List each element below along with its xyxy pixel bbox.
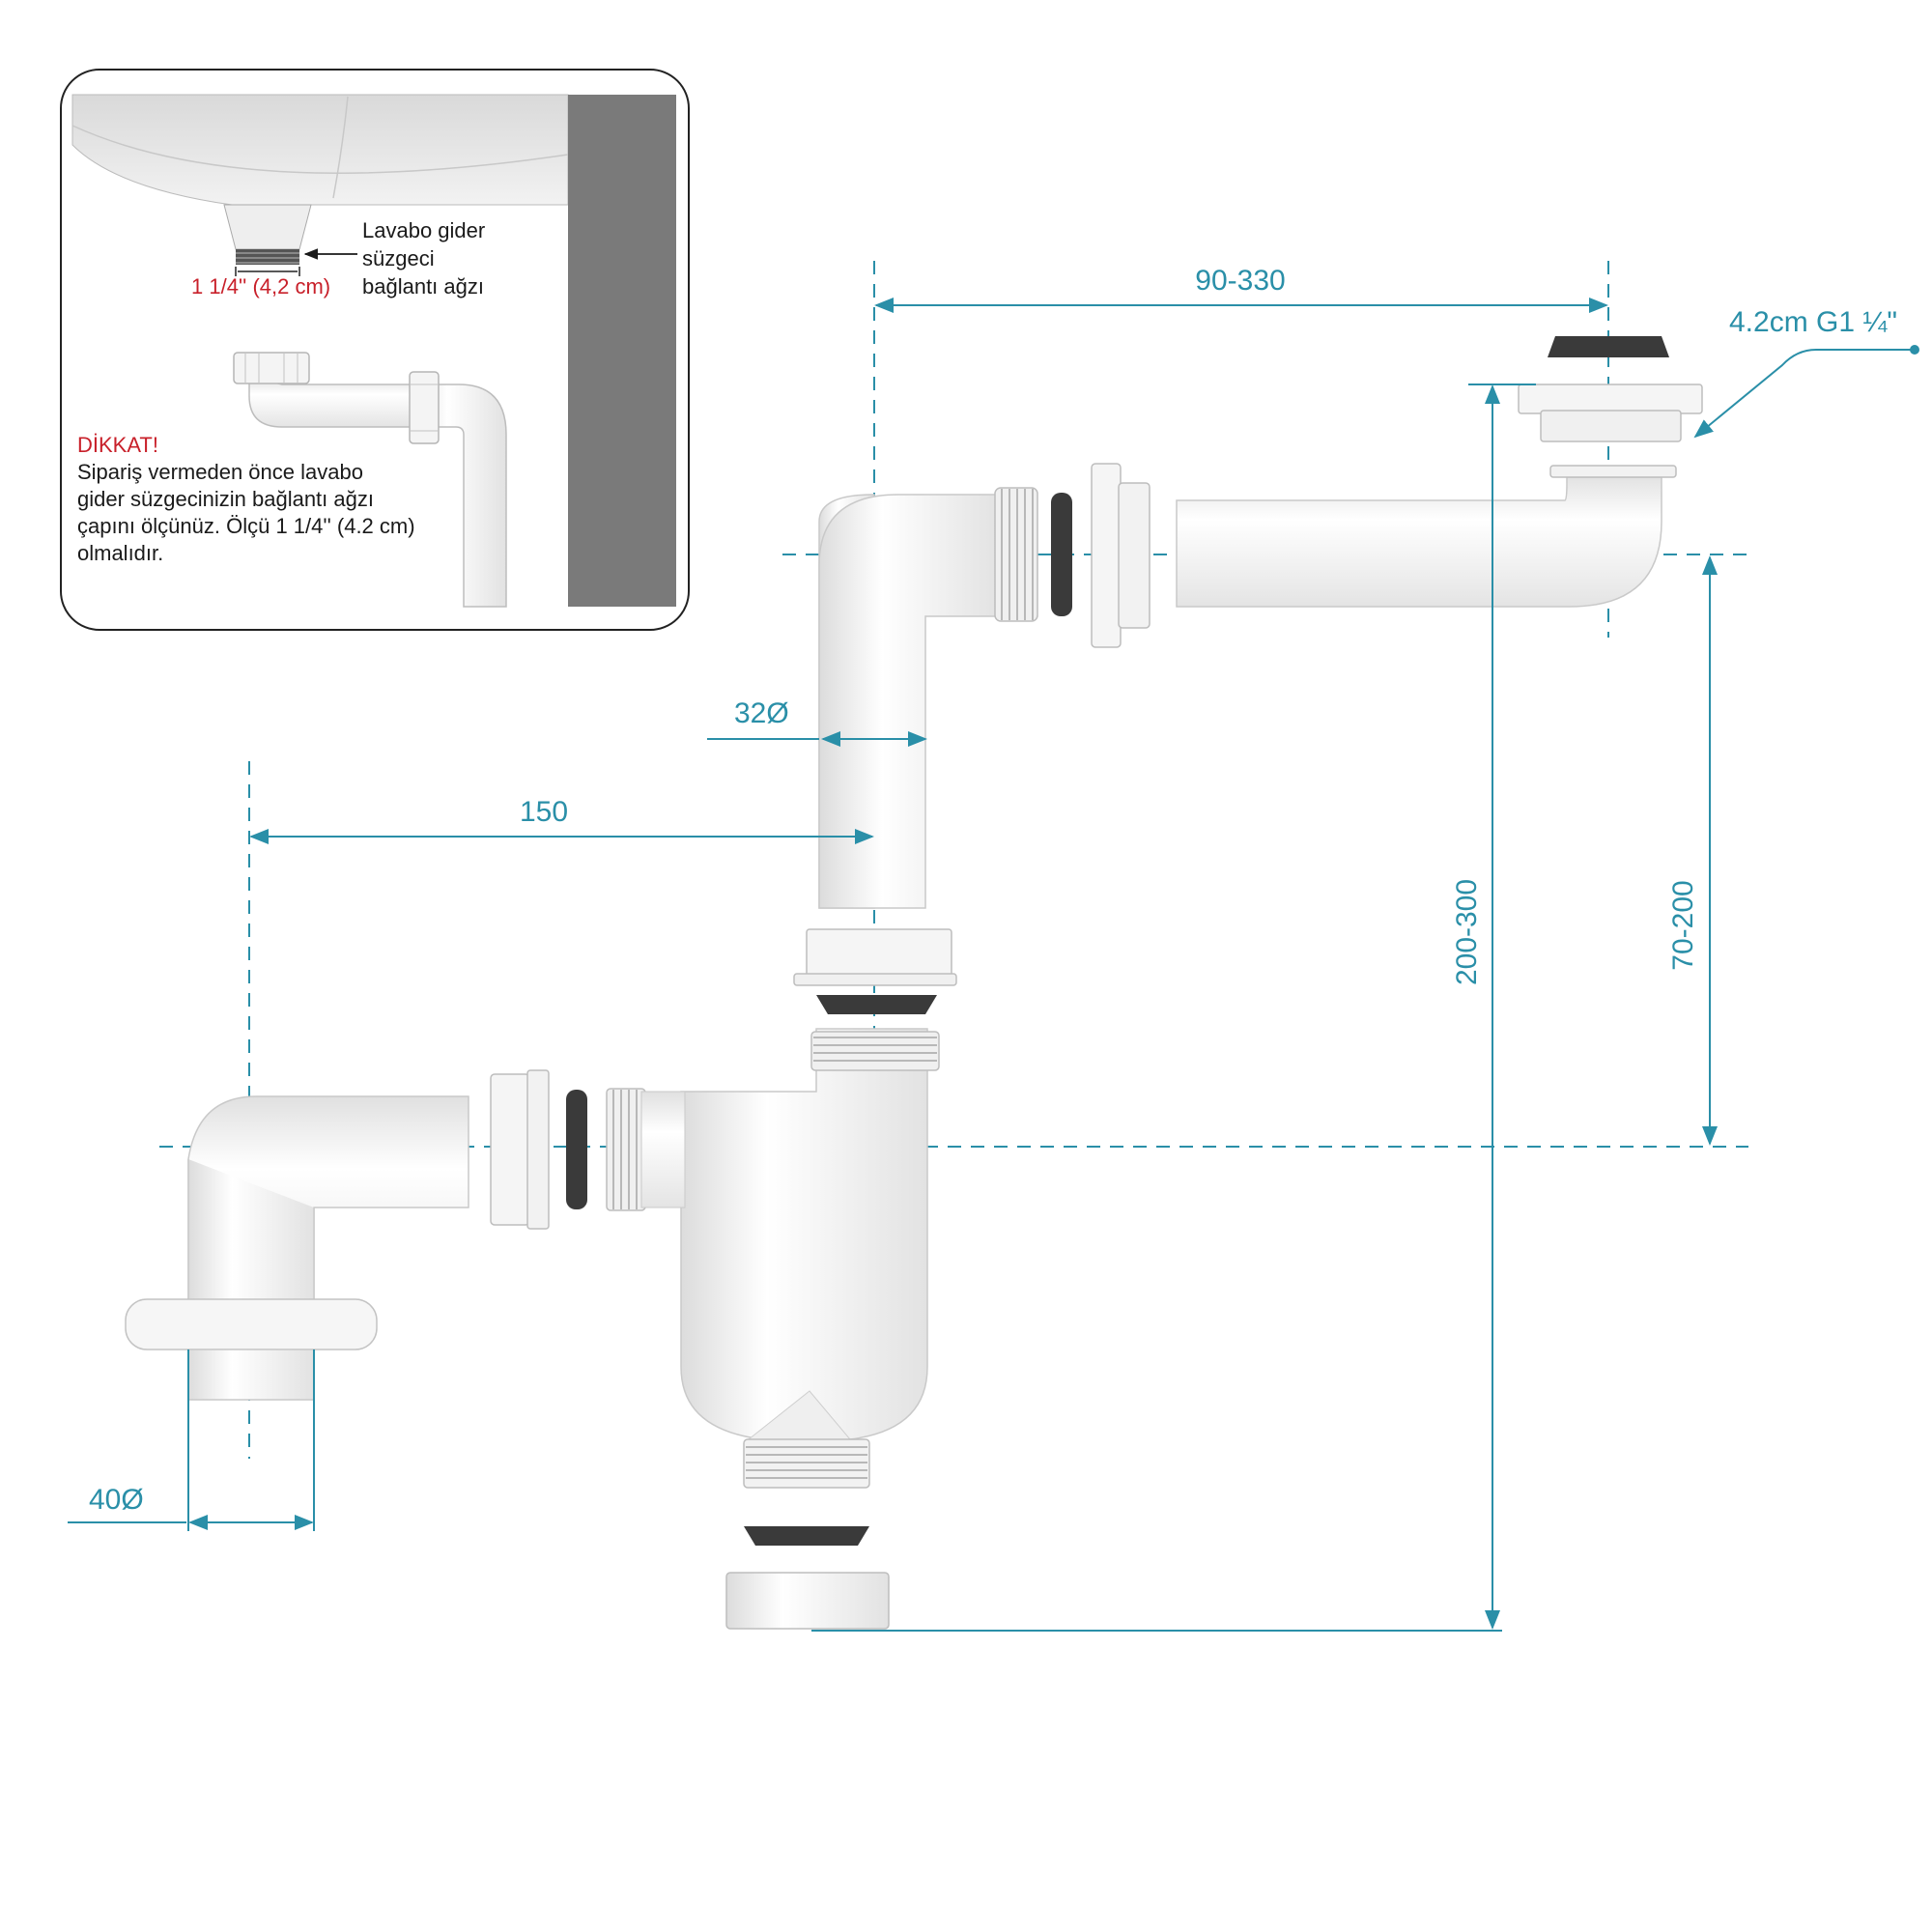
warning-line-1: Sipariş vermeden önce lavabo [77, 460, 363, 484]
strainer-outlet [223, 204, 312, 265]
middle-gasket [816, 995, 937, 1014]
wall [568, 95, 676, 607]
warning-title: DİKKAT! [77, 433, 158, 457]
upper-elbow-pipe [818, 487, 1038, 909]
dim-pipe-diameter: 32Ø [734, 697, 789, 729]
dim-total-height: 200-300 [1451, 879, 1483, 985]
upper-horizontal-pipe [1176, 465, 1677, 608]
lower-nut [490, 1069, 550, 1230]
middle-nut [793, 928, 957, 986]
warning-line-2: gider süzgecinizin bağlantı ağzı [77, 487, 374, 511]
trap-side-thread [606, 1088, 686, 1211]
dim-offset-width: 150 [520, 796, 568, 828]
lower-gasket [566, 1090, 587, 1209]
dimension-labels: 90-330 4.2cm G1 ¼" 32Ø 150 200-300 70-20… [89, 265, 1897, 1516]
warning-text: Sipariş vermeden önce lavabo gider süzge… [77, 460, 421, 565]
warning-line-3: çapını ölçünüz. Ölçü 1 1/4'' (4.2 cm) [77, 514, 415, 538]
inset-panel: Lavabo gider süzgeci bağlantı ağzı 1 1/4… [60, 69, 690, 631]
size-label: 1 1/4'' (4,2 cm) [191, 274, 330, 298]
bottom-gasket [744, 1526, 869, 1546]
strainer-label-line-3: bağlantı ağzı [362, 274, 484, 298]
dim-thread-spec: 4.2cm G1 ¼" [1729, 306, 1897, 338]
wall-flange [125, 1298, 378, 1401]
strainer-label-line-1: Lavabo gider [362, 218, 485, 242]
dim-upper-height: 70-200 [1667, 880, 1699, 970]
dim-outlet-diameter: 40Ø [89, 1484, 144, 1516]
thread-leader-dot [1910, 345, 1919, 355]
nut-upper [1091, 463, 1151, 648]
bottom-cap [725, 1572, 890, 1630]
bottle-trap [680, 1028, 940, 1489]
strainer-label: Lavabo gider süzgeci bağlantı ağzı [362, 218, 491, 298]
strainer-label-line-2: süzgeci [362, 246, 435, 270]
warning-line-4: olmalıdır. [77, 541, 163, 565]
top-gasket [1548, 336, 1669, 357]
inset-pipe [233, 352, 507, 608]
gasket-upper [1051, 493, 1072, 616]
sink-basin [71, 94, 569, 206]
wall-outlet-pipe [187, 1095, 469, 1305]
top-nut [1518, 384, 1703, 442]
dimension-lines [68, 298, 1915, 1632]
dim-top-width: 90-330 [1195, 265, 1285, 297]
